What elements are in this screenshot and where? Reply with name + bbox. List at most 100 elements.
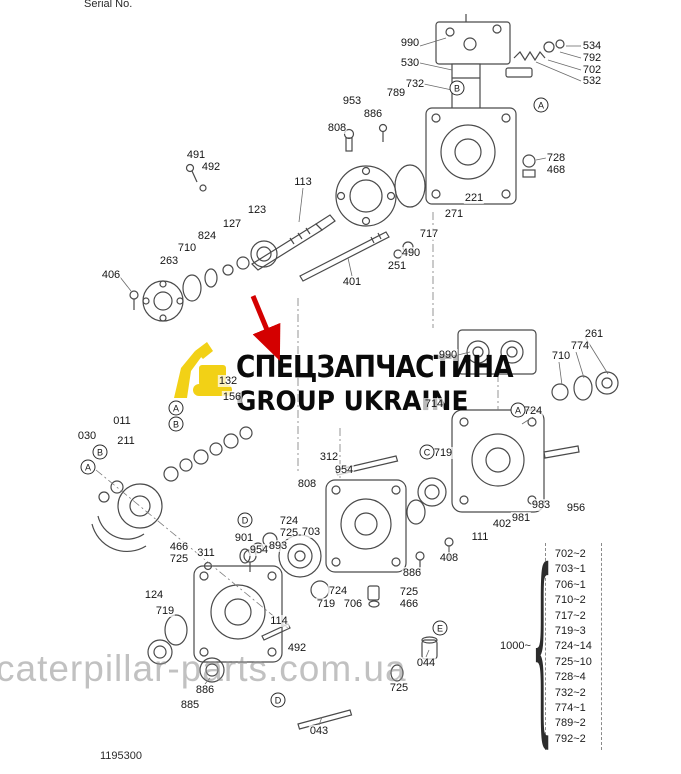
section-marker-B: B bbox=[92, 444, 108, 460]
part-callout-724: 724 bbox=[522, 405, 544, 417]
part-callout-490: 490 bbox=[400, 247, 422, 259]
part-callout-703: 703 bbox=[300, 526, 322, 538]
serial-number-label: Serial No. bbox=[84, 0, 133, 10]
legend-group-label: 1000~ bbox=[500, 640, 531, 653]
part-callout-719: 719 bbox=[154, 605, 176, 617]
part-callout-714: 714 bbox=[423, 398, 445, 410]
brand-watermark-line2: GROUP UKRAINE bbox=[236, 386, 469, 417]
part-callout-983: 983 bbox=[530, 499, 552, 511]
part-callout-885: 885 bbox=[179, 699, 201, 711]
legend-item: 792~2 bbox=[554, 732, 586, 745]
part-callout-408: 408 bbox=[438, 552, 460, 564]
legend-item: 789~2 bbox=[554, 717, 586, 730]
part-callout-466: 466 bbox=[398, 598, 420, 610]
part-callout-792: 792 bbox=[581, 52, 603, 64]
part-callout-886: 886 bbox=[401, 567, 423, 579]
part-callout-271: 271 bbox=[443, 208, 465, 220]
part-callout-789: 789 bbox=[385, 87, 407, 99]
part-callout-532: 532 bbox=[581, 75, 603, 87]
part-callout-808: 808 bbox=[296, 478, 318, 490]
part-callout-886: 886 bbox=[362, 108, 384, 120]
part-callout-724: 724 bbox=[327, 585, 349, 597]
section-marker-A: A bbox=[533, 97, 549, 113]
part-callout-263: 263 bbox=[158, 255, 180, 267]
part-callout-124: 124 bbox=[143, 589, 165, 601]
part-callout-990: 990 bbox=[437, 349, 459, 361]
part-callout-534: 534 bbox=[581, 40, 603, 52]
part-callout-702: 702 bbox=[581, 64, 603, 76]
part-callout-886: 886 bbox=[194, 684, 216, 696]
part-callout-491: 491 bbox=[185, 149, 207, 161]
part-callout-719: 719 bbox=[315, 598, 337, 610]
legend-item: 724~14 bbox=[554, 640, 592, 653]
part-callout-728: 728 bbox=[545, 152, 567, 164]
part-callout-402: 402 bbox=[491, 518, 513, 530]
part-callout-468: 468 bbox=[545, 164, 567, 176]
part-callout-725: 725 bbox=[278, 527, 300, 539]
part-callout-530: 530 bbox=[399, 57, 421, 69]
part-callout-953: 953 bbox=[341, 95, 363, 107]
part-callout-221: 221 bbox=[463, 192, 485, 204]
part-callout-710: 710 bbox=[176, 242, 198, 254]
part-callout-123: 123 bbox=[246, 204, 268, 216]
part-callout-893: 893 bbox=[267, 540, 289, 552]
legend-item: 706~1 bbox=[554, 578, 586, 591]
part-callout-114: 114 bbox=[269, 615, 289, 627]
part-callout-717: 717 bbox=[418, 228, 440, 240]
part-callout-725: 725 bbox=[168, 553, 190, 565]
part-callout-956: 956 bbox=[565, 502, 587, 514]
legend-item: 717~2 bbox=[554, 609, 586, 622]
part-callout-732: 732 bbox=[404, 78, 426, 90]
section-marker-A: A bbox=[168, 400, 184, 416]
legend-item: 725~10 bbox=[554, 655, 592, 668]
section-marker-D: D bbox=[270, 692, 286, 708]
part-callout-030: 030 bbox=[76, 430, 98, 442]
part-callout-719: 719 bbox=[432, 447, 454, 459]
legend-item: 774~1 bbox=[554, 701, 586, 714]
part-callout-111: 111 bbox=[470, 531, 490, 543]
excavator-logo-icon bbox=[174, 342, 232, 398]
part-callout-011: 011 bbox=[112, 415, 132, 427]
part-callout-113: 113 bbox=[293, 176, 313, 188]
section-marker-D: D bbox=[237, 512, 253, 528]
part-callout-954: 954 bbox=[248, 544, 270, 556]
part-callout-311: 311 bbox=[196, 547, 216, 559]
legend-item: 703~1 bbox=[554, 563, 586, 576]
section-marker-C: C bbox=[419, 444, 435, 460]
part-callout-127: 127 bbox=[221, 218, 243, 230]
part-callout-132: 132 bbox=[217, 375, 239, 387]
legend-item: 719~3 bbox=[554, 624, 586, 637]
part-callout-312: 312 bbox=[318, 451, 340, 463]
part-callout-725: 725 bbox=[388, 682, 410, 694]
part-callout-466: 466 bbox=[168, 541, 190, 553]
section-marker-E: E bbox=[432, 620, 448, 636]
part-callout-401: 401 bbox=[341, 276, 363, 288]
legend-brace: { bbox=[531, 524, 553, 768]
part-callout-724: 724 bbox=[278, 515, 300, 527]
brand-watermark: СПЕЦЗАПЧАСТИНА GROUP UKRAINE bbox=[236, 350, 550, 417]
part-callout-156: 156 bbox=[221, 391, 243, 403]
part-callout-251: 251 bbox=[386, 260, 408, 272]
section-marker-B: B bbox=[449, 80, 465, 96]
drawing-number: 1195300 bbox=[100, 750, 143, 762]
part-callout-492: 492 bbox=[200, 161, 222, 173]
legend-item: 728~4 bbox=[554, 671, 586, 684]
part-callout-824: 824 bbox=[196, 230, 218, 242]
brand-watermark-line1: СПЕЦЗАПЧАСТИНА bbox=[236, 350, 514, 385]
section-marker-A: A bbox=[510, 402, 526, 418]
part-callout-990: 990 bbox=[399, 37, 421, 49]
part-callout-211: 211 bbox=[116, 435, 136, 447]
part-callout-261: 261 bbox=[583, 328, 605, 340]
part-callout-044: 044 bbox=[415, 657, 437, 669]
site-watermark: caterpillar-parts.com.ua bbox=[0, 648, 407, 689]
part-callout-710: 710 bbox=[550, 350, 572, 362]
part-callout-725: 725 bbox=[398, 586, 420, 598]
part-callout-492: 492 bbox=[286, 642, 308, 654]
section-marker-B: B bbox=[168, 416, 184, 432]
part-callout-406: 406 bbox=[100, 269, 122, 281]
part-callout-774: 774 bbox=[569, 340, 591, 352]
part-callout-808: 808 bbox=[326, 122, 348, 134]
